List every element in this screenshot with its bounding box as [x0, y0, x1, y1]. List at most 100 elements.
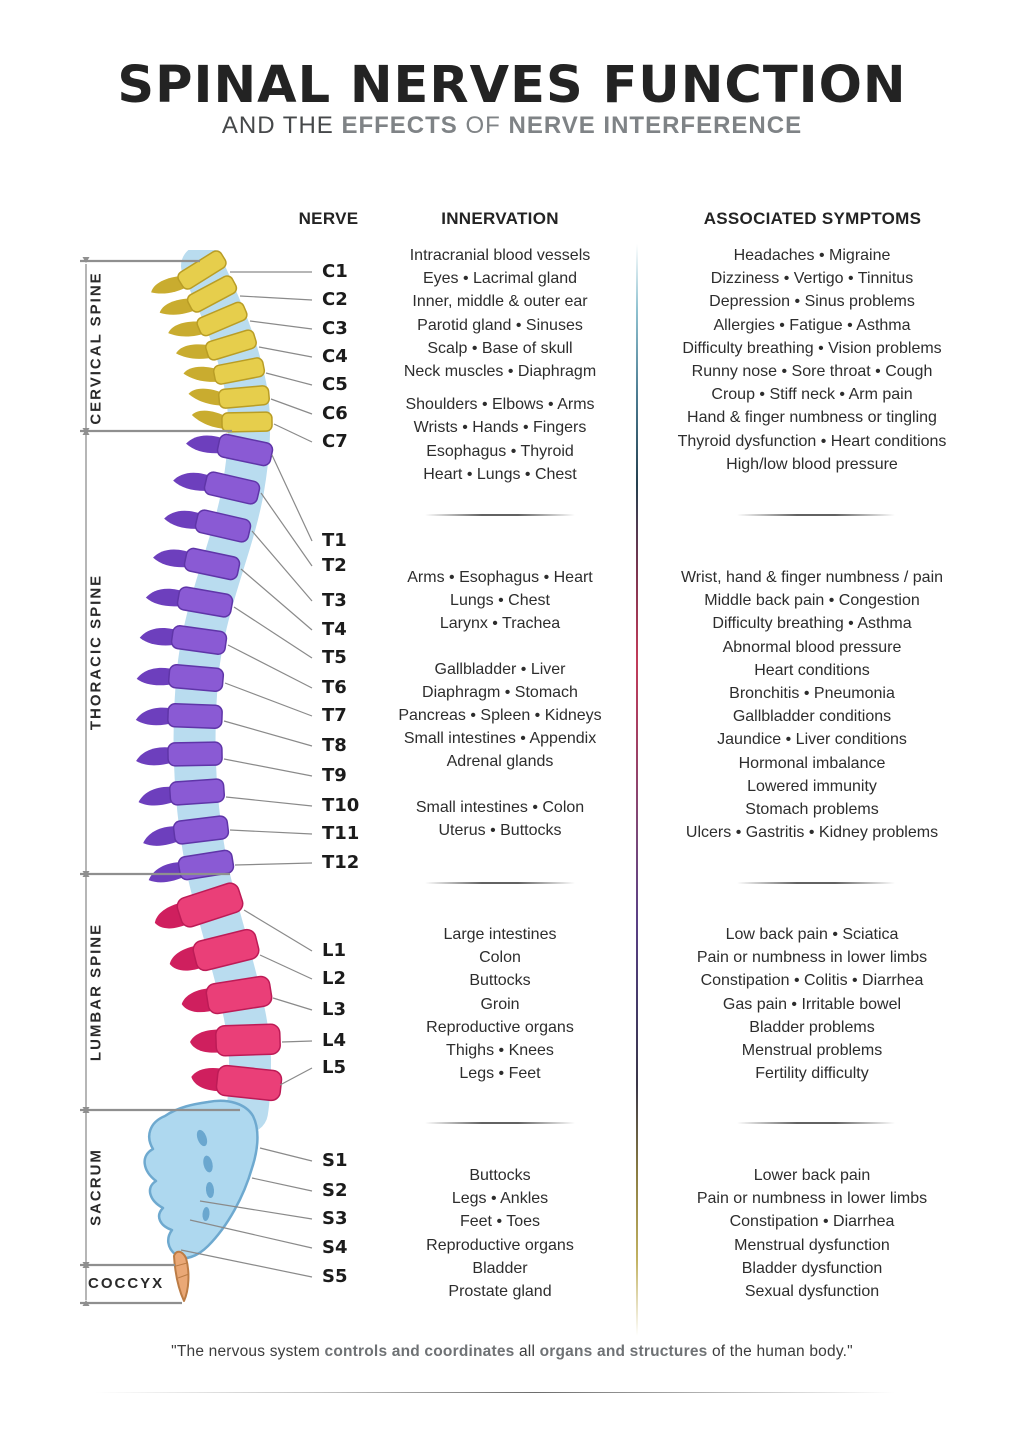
nerve-label-T2: T2: [322, 555, 347, 576]
innervation-line: Reproductive organs: [426, 1018, 574, 1036]
nerve-label-S3: S3: [322, 1208, 348, 1229]
vertebra-cervical: [183, 357, 266, 385]
innervation-line: Thighs • Knees: [446, 1042, 554, 1060]
text-span: "The nervous system: [171, 1343, 325, 1360]
bracket-arrowhead: [82, 871, 90, 877]
leader-line-T4: [240, 568, 313, 631]
innervation-line: Buttocks: [469, 972, 531, 990]
leader-line-L1: [243, 909, 313, 952]
innervation-line: Feet • Toes: [459, 1213, 540, 1231]
innervation-line: Adrenal glands: [446, 753, 554, 771]
vertebra-thoracic: [143, 815, 230, 846]
innervation-line: Buttocks: [469, 1167, 531, 1184]
symptom-line: Jaundice • Liver conditions: [717, 731, 907, 749]
leader-line-C3: [249, 320, 313, 330]
innervation-line: Intracranial blood vessels: [409, 247, 591, 264]
symptom-line: Low back pain • Sciatica: [725, 926, 899, 943]
nerve-label-T1: T1: [322, 530, 347, 551]
vertebra-body: [167, 703, 223, 729]
vertebra-body: [167, 664, 225, 692]
innervation-line: Inner, middle & outer ear: [412, 293, 588, 311]
innervation-line: Colon: [479, 949, 521, 967]
region-label-lumbar: LUMBAR SPINE: [87, 922, 105, 1062]
bracket-arrowhead: [82, 1107, 90, 1113]
transverse-process: [138, 786, 179, 806]
text-span: OF: [457, 112, 509, 139]
column-header-symptoms: ASSOCIATED SYMPTOMS: [703, 209, 922, 228]
transverse-process: [143, 826, 183, 846]
bracket-arrowhead: [82, 1300, 90, 1306]
leader-line-T7: [224, 682, 313, 717]
divider-symptoms-2: [737, 882, 895, 884]
innervation-line: Esophagus • Thyroid: [426, 442, 574, 460]
vertebra-body: [212, 357, 266, 385]
vertebra-thoracic: [138, 778, 226, 806]
leader-line-S4: [189, 1219, 313, 1249]
nerve-label-T8: T8: [322, 735, 347, 756]
vertebra-thoracic: [139, 625, 228, 655]
vertebra-body: [172, 815, 230, 845]
nerve-label-T11: T11: [322, 823, 360, 844]
symptom-line: Bladder dysfunction: [741, 1259, 883, 1277]
nerve-label-T12: T12: [322, 852, 360, 873]
leader-line-C2: [239, 295, 313, 301]
nerve-label-L1: L1: [322, 940, 346, 961]
vertebra-body: [176, 882, 244, 928]
leader-line-T5: [233, 606, 313, 659]
nerve-label-C6: C6: [322, 403, 348, 424]
vertebra-body: [216, 433, 274, 467]
symptom-line: Headaches • Migraine: [733, 247, 891, 264]
leader-line-T9: [223, 758, 313, 777]
vertebra-thoracic: [186, 433, 274, 467]
symptom-line: Lower back pain: [753, 1167, 871, 1184]
innervation-line: Legs • Feet: [459, 1065, 541, 1083]
text-span: controls and coordinates: [324, 1343, 515, 1360]
vertebra-lumbar: [190, 1023, 281, 1057]
transverse-process: [136, 667, 178, 686]
vertebra-body: [168, 778, 226, 806]
nerve-label-T10: T10: [322, 795, 360, 816]
transverse-process: [188, 388, 228, 406]
symptom-line: Thyroid dysfunction • Heart conditions: [677, 432, 947, 450]
vertebra-lumbar: [181, 975, 273, 1015]
symptom-line: Constipation • Diarrhea: [729, 1213, 895, 1231]
region-label-cervical: CERVICAL SPINE: [87, 271, 105, 425]
vertebra-thoracic: [145, 586, 234, 618]
symptom-line: High/low blood pressure: [726, 455, 898, 473]
nerve-label-S5: S5: [322, 1266, 348, 1287]
vertebra-thoracic: [173, 471, 261, 505]
column-header-innervation: INNERVATION: [441, 209, 559, 228]
nerve-label-C3: C3: [322, 318, 348, 339]
transverse-process: [136, 747, 177, 766]
innervation-line: Arms • Esophagus • Heart: [407, 569, 593, 586]
leader-line-S1: [259, 1147, 313, 1162]
symptom-line: Ulcers • Gastritis • Kidney problems: [685, 824, 939, 842]
vertebra-lumbar: [191, 1064, 283, 1102]
region-brackets: [80, 259, 240, 1305]
symptom-line: Pain or numbness in lower limbs: [696, 949, 928, 967]
nerve-label-C7: C7: [322, 431, 348, 452]
nerve-label-C4: C4: [322, 346, 348, 367]
vertebra-thoracic: [136, 741, 223, 767]
innervation-line: Lungs • Chest: [450, 592, 550, 610]
region-label-coccyx: COCCYX: [88, 1275, 165, 1292]
vertebra-body: [167, 741, 223, 767]
text-span: NERVE INTERFERENCE: [508, 112, 803, 139]
bracket-arrowheads: [82, 257, 90, 1306]
symptom-line: Sexual dysfunction: [744, 1283, 880, 1301]
vertebra-thoracic: [148, 849, 235, 883]
nerve-label-T5: T5: [322, 647, 347, 668]
nerve-label-S2: S2: [322, 1180, 348, 1201]
vertebra-body: [221, 411, 273, 433]
vertebra-body: [196, 301, 248, 337]
